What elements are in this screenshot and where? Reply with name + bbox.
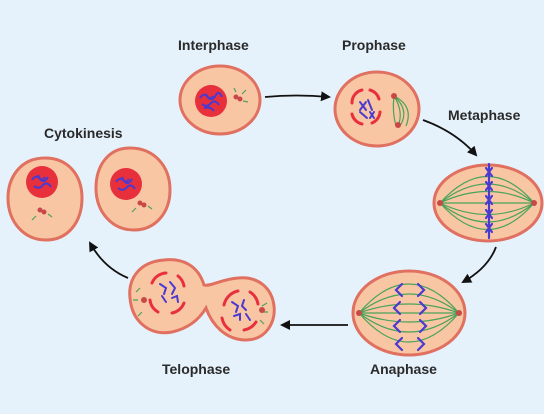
label-anaphase: Anaphase — [370, 361, 437, 377]
prophase-cell — [333, 70, 421, 148]
nuclear-envelope-left — [148, 271, 186, 315]
spindle — [392, 95, 409, 127]
nucleus — [195, 85, 227, 117]
label-interphase: Interphase — [178, 37, 249, 53]
anaphase-cell — [351, 269, 467, 357]
centrosome-left — [437, 200, 443, 206]
nuclear-envelope-fragments — [350, 88, 382, 126]
chromosomes-left — [159, 281, 179, 303]
metaphase-cell — [432, 162, 544, 243]
centrosome — [37, 207, 43, 213]
label-prophase: Prophase — [342, 37, 406, 53]
cytokinesis-cell-right — [94, 146, 172, 232]
nucleus — [110, 168, 142, 200]
centrosome-right — [531, 200, 537, 206]
cycle-arrows — [89, 91, 497, 330]
nuclear-envelope-right — [220, 289, 260, 332]
nucleus — [26, 166, 58, 198]
centrosome — [137, 200, 143, 206]
chromosomes-right — [416, 282, 428, 352]
interphase-cell — [178, 64, 262, 136]
chromosomes — [484, 162, 494, 240]
spindle — [358, 283, 460, 343]
centrosome-bottom — [395, 122, 401, 128]
arrow-prophase-to-metaphase — [422, 119, 478, 157]
centrosome-right — [456, 310, 462, 316]
chromosomes-left — [392, 282, 404, 352]
label-cytokinesis: Cytokinesis — [44, 125, 123, 141]
chromosomes-right — [231, 299, 251, 321]
arrow-metaphase-to-anaphase — [461, 246, 497, 283]
centrosome-left — [356, 310, 362, 316]
telophase-cell — [128, 258, 276, 342]
arrow-interphase-to-prophase — [264, 91, 331, 102]
centrosome-top — [391, 93, 397, 99]
centrosome-right — [259, 307, 265, 313]
arrow-telophase-to-cytokinesis — [89, 241, 129, 279]
chromosomes — [359, 99, 375, 119]
cytokinesis-cell-left — [6, 156, 84, 242]
label-telophase: Telophase — [162, 361, 231, 377]
centrosome-left — [141, 297, 147, 303]
label-metaphase: Metaphase — [448, 107, 521, 123]
centrosome — [233, 87, 249, 103]
